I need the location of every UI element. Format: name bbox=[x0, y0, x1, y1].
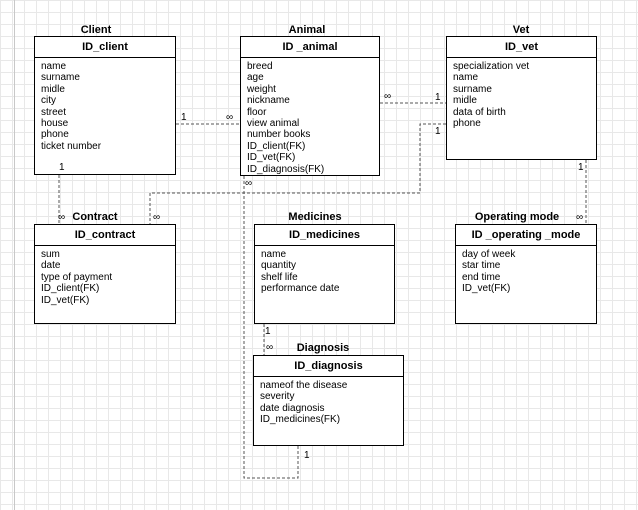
field: severity bbox=[260, 391, 295, 403]
field: breed bbox=[247, 61, 273, 72]
medicines-pk: ID_medicines bbox=[255, 225, 394, 246]
operating-mode-entity[interactable]: ID _operating _mode day of week star tim… bbox=[455, 224, 597, 324]
contract-title: Contract bbox=[72, 211, 118, 223]
field: type of payment bbox=[41, 271, 113, 283]
client-fields: name surname midle city street house pho… bbox=[35, 58, 175, 152]
client-pk: ID_client bbox=[35, 37, 175, 58]
field: end time bbox=[462, 271, 501, 283]
field: ID_vet(FK) bbox=[247, 152, 296, 164]
field: age bbox=[247, 72, 264, 84]
field: data of birth bbox=[453, 106, 506, 118]
field: city bbox=[41, 95, 56, 107]
field: date bbox=[41, 260, 61, 272]
client-title: Client bbox=[80, 24, 112, 36]
field: ID_client(FK) bbox=[41, 283, 100, 295]
field: midle bbox=[41, 83, 65, 95]
contract-pk: ID_contract bbox=[35, 225, 175, 246]
cardinality-many: ∞ bbox=[245, 178, 253, 189]
operating-mode-fields: day of week star time end time ID_vet(FK… bbox=[456, 246, 596, 295]
field: view animal bbox=[247, 118, 300, 130]
cardinality-many: ∞ bbox=[576, 212, 584, 223]
field: phone bbox=[41, 129, 69, 141]
field: ID_vet(FK) bbox=[41, 294, 90, 306]
cardinality-one: 1 bbox=[304, 450, 310, 461]
diagnosis-fields: nameof the disease severity date diagnos… bbox=[254, 377, 403, 426]
canvas-left-border bbox=[14, 0, 15, 510]
medicines-title: Medicines bbox=[288, 211, 342, 223]
field: surname bbox=[41, 72, 80, 84]
medicines-fields: name quantity shelf life performance dat… bbox=[255, 246, 394, 295]
field: day of week bbox=[462, 249, 516, 260]
field: name bbox=[41, 61, 67, 72]
field: nickname bbox=[247, 95, 290, 107]
client-entity[interactable]: ID_client name surname midle city street… bbox=[34, 36, 176, 175]
operating-mode-title: Operating mode bbox=[474, 211, 560, 223]
diagnosis-pk: ID_diagnosis bbox=[254, 356, 403, 377]
vet-entity[interactable]: ID_vet specialization vet name surname m… bbox=[446, 36, 597, 160]
diagnosis-title: Diagnosis bbox=[296, 342, 350, 354]
field: weight bbox=[247, 83, 276, 95]
field: shelf life bbox=[261, 271, 298, 283]
cardinality-many: ∞ bbox=[226, 112, 234, 123]
animal-fields: breed age weight nickname floor view ani… bbox=[241, 58, 379, 175]
cardinality-many: ∞ bbox=[384, 91, 392, 102]
field: ID_client(FK) bbox=[247, 140, 306, 152]
field: ID_medicines(FK) bbox=[260, 414, 341, 426]
field: ticket number bbox=[41, 140, 102, 152]
cardinality-one: 1 bbox=[265, 326, 271, 337]
vet-title: Vet bbox=[512, 24, 530, 36]
field: house bbox=[41, 118, 69, 130]
vet-pk: ID_vet bbox=[447, 37, 596, 58]
cardinality-one: 1 bbox=[59, 162, 65, 173]
vet-fields: specialization vet name surname midle da… bbox=[447, 58, 596, 129]
contract-entity[interactable]: ID_contract sum date type of payment ID_… bbox=[34, 224, 176, 324]
field: performance date bbox=[261, 283, 340, 295]
cardinality-many: ∞ bbox=[58, 212, 66, 223]
field: floor bbox=[247, 106, 267, 118]
cardinality-many: ∞ bbox=[266, 342, 274, 353]
field: number books bbox=[247, 129, 311, 141]
cardinality-one: 1 bbox=[435, 92, 441, 103]
link-animal-diagnosis bbox=[243, 176, 299, 479]
field: ID_vet(FK) bbox=[462, 283, 511, 295]
animal-entity[interactable]: ID _animal breed age weight nickname flo… bbox=[240, 36, 380, 176]
field: midle bbox=[453, 95, 477, 107]
field: street bbox=[41, 106, 67, 118]
field: quantity bbox=[261, 260, 297, 272]
animal-pk: ID _animal bbox=[241, 37, 379, 58]
field: nameof the disease bbox=[260, 380, 348, 391]
medicines-entity[interactable]: ID_medicines name quantity shelf life pe… bbox=[254, 224, 395, 324]
cardinality-one: 1 bbox=[435, 126, 441, 137]
diagnosis-entity[interactable]: ID_diagnosis nameof the disease severity… bbox=[253, 355, 404, 446]
operating-mode-pk: ID _operating _mode bbox=[456, 225, 596, 246]
link-vet-contract bbox=[149, 123, 446, 224]
field: date diagnosis bbox=[260, 402, 325, 414]
field: name bbox=[453, 72, 479, 84]
animal-title: Animal bbox=[288, 24, 326, 36]
cardinality-one: 1 bbox=[578, 162, 584, 173]
field: ID_diagnosis(FK) bbox=[247, 163, 325, 175]
field: star time bbox=[462, 260, 501, 272]
cardinality-one: 1 bbox=[181, 112, 187, 123]
field: sum bbox=[41, 249, 60, 260]
field: phone bbox=[453, 118, 481, 130]
field: name bbox=[261, 249, 287, 260]
field: specialization vet bbox=[453, 61, 530, 72]
cardinality-many: ∞ bbox=[153, 212, 161, 223]
field: surname bbox=[453, 83, 492, 95]
contract-fields: sum date type of payment ID_client(FK) I… bbox=[35, 246, 175, 306]
